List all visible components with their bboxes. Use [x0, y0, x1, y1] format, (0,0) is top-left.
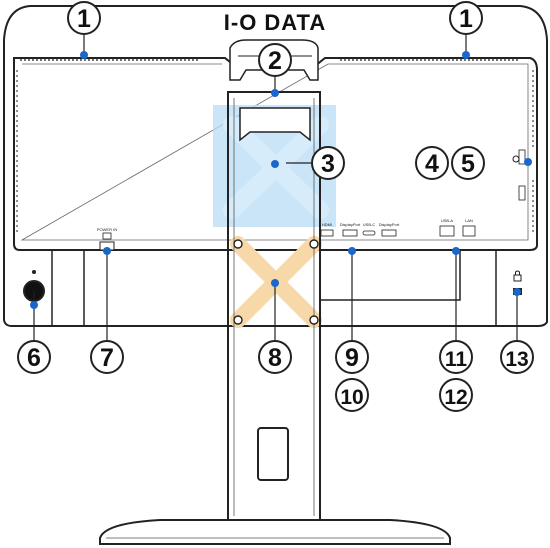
displayport-1-label: DisplayPort [340, 222, 361, 227]
rear-panel-inner [13, 57, 538, 251]
brand-logo: I-O DATA [224, 10, 327, 35]
callout-3: 3 [321, 150, 335, 178]
displayport-1-port [342, 229, 358, 237]
rear-panel-inner-line [20, 63, 529, 241]
side-usb-port-2 [518, 185, 526, 201]
vesa-screw-holes [233, 239, 319, 325]
stand-base [99, 519, 451, 545]
callout-12: 12 [444, 386, 467, 409]
callout-2: 2 [268, 47, 282, 75]
displayport-2-label: DisplayPort [379, 222, 400, 227]
callout-8: 8 [268, 344, 282, 372]
usb-a-label: USB-A [441, 218, 454, 223]
hdmi-port-label: HDMI [322, 222, 332, 227]
side-usb-port-1 [518, 149, 526, 165]
cable-hole [257, 427, 289, 481]
displayport-2-port [381, 229, 397, 237]
side-vents [16, 70, 534, 232]
callout-10: 10 [340, 386, 363, 409]
lan-label: LAN [465, 218, 473, 223]
lock-icon [513, 270, 522, 282]
callout-11: 11 [445, 348, 468, 371]
callout-1-left: 1 [77, 5, 91, 33]
usb-c-label: USB-C [363, 222, 376, 227]
power-jack-icon [102, 232, 112, 240]
power-port-label: POWER IN [97, 227, 117, 232]
callout-4: 4 [425, 150, 439, 178]
lan-port [462, 225, 476, 237]
usb-c-port [362, 230, 376, 236]
callouts: 1 1 2 3 4 5 6 7 8 9 10 11 12 13 [17, 1, 534, 412]
callout-6: 6 [27, 344, 41, 372]
callout-9: 9 [345, 344, 359, 372]
callout-leader-lines [33, 35, 518, 342]
callout-marker-dots [30, 51, 532, 309]
callout-13: 13 [505, 348, 528, 371]
callout-1-right: 1 [459, 5, 473, 33]
callout-7: 7 [100, 344, 114, 372]
port-bay [319, 249, 461, 301]
callout-5: 5 [461, 150, 475, 178]
stand-bracket [239, 107, 311, 142]
joystick-symbol-icon [32, 270, 36, 274]
hdmi-port [320, 229, 334, 237]
headphone-jack [512, 155, 520, 163]
usb-a-port [439, 225, 455, 237]
